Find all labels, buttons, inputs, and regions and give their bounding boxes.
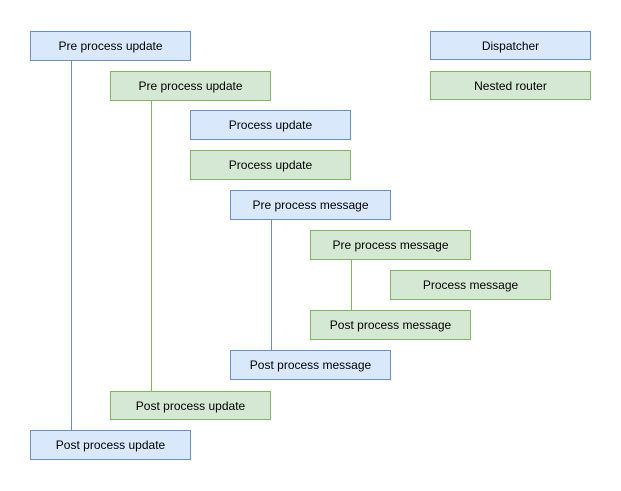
node-process-update-green: Process update (190, 150, 351, 180)
node-label: Pre process message (332, 238, 449, 252)
node-nested-router: Nested router (430, 71, 591, 100)
node-pre-process-message-blue: Pre process message (230, 190, 391, 220)
connector-pre-to-post-message-green (351, 260, 352, 310)
node-label: Pre process update (58, 39, 163, 53)
connector-pre-to-post-update-green (151, 101, 152, 391)
node-label: Pre process update (138, 79, 243, 93)
node-label: Process update (228, 118, 313, 132)
node-process-update-blue: Process update (190, 110, 351, 140)
node-label: Nested router (474, 78, 547, 93)
node-post-process-update-blue: Post process update (30, 430, 191, 460)
node-label: Dispatcher (481, 38, 540, 53)
node-label: Process message (422, 278, 519, 292)
connector-pre-to-post-message-blue (271, 220, 272, 350)
node-process-message-green: Process message (390, 270, 551, 300)
node-post-process-message-green: Post process message (310, 310, 471, 340)
node-pre-process-update-green: Pre process update (110, 71, 271, 101)
node-post-process-update-green: Post process update (110, 391, 271, 420)
node-label: Post process update (55, 438, 166, 452)
node-pre-process-update-blue: Pre process update (30, 31, 191, 61)
node-label: Post process message (329, 318, 452, 332)
node-post-process-message-blue: Post process message (230, 350, 391, 380)
node-pre-process-message-green: Pre process message (310, 230, 471, 260)
node-label: Process update (228, 158, 313, 172)
node-label: Post process message (249, 358, 372, 372)
node-label: Post process update (135, 398, 246, 413)
connector-pre-to-post-update-blue (71, 61, 72, 430)
node-dispatcher: Dispatcher (430, 31, 591, 60)
node-label: Pre process message (252, 198, 369, 212)
